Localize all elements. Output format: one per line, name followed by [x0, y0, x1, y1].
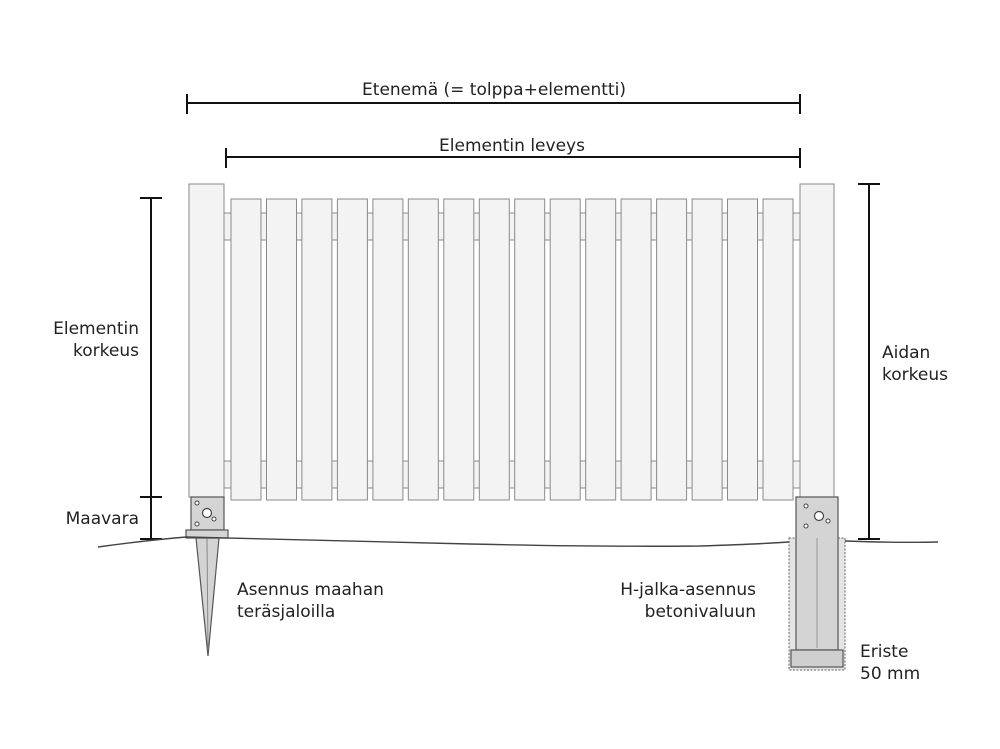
fence-board: [656, 198, 688, 501]
fence-board: [443, 198, 475, 501]
steel-spike-foot: [185, 496, 229, 657]
fence-board: [514, 198, 546, 501]
fence-board: [266, 198, 297, 501]
fence-board: [230, 198, 262, 501]
asennus-label-line1: Asennus maahan: [237, 580, 384, 600]
elementin-leveys-dimension: [225, 148, 801, 168]
fence-board: [407, 198, 439, 501]
aidan-korkeus-dimension: [858, 183, 880, 540]
fence-board: [620, 198, 652, 501]
etenema-label: Etenemä (= tolppa+elementti): [362, 80, 626, 100]
fence-board: [478, 198, 510, 501]
etenema-dimension: [186, 94, 801, 114]
fence-board: [727, 198, 758, 501]
elementin-korkeus-label-line2: korkeus: [73, 341, 139, 361]
eriste-label-line2: 50 mm: [860, 664, 920, 684]
eriste-insulation: [790, 649, 844, 668]
elementin-korkeus-dimension: [140, 197, 162, 498]
right-post: [799, 183, 835, 498]
elementin-leveys-label: Elementin leveys: [439, 136, 585, 156]
h-jalka-label-line2: betonivaluun: [645, 602, 756, 622]
h-jalka-label-line1: H-jalka-asennus: [620, 580, 756, 600]
aidan-korkeus-label-line1: Aidan: [882, 343, 930, 363]
fence-board: [549, 198, 581, 501]
maavara-dimension: [140, 497, 162, 540]
maavara-label: Maavara: [66, 509, 139, 529]
fence-board: [301, 198, 333, 501]
elementin-korkeus-label-line1: Elementin: [53, 319, 139, 339]
aidan-korkeus-label-line2: korkeus: [882, 365, 948, 385]
ground-line: [97, 536, 939, 548]
fence-board: [336, 198, 368, 501]
eriste-label-line1: Eriste: [860, 642, 908, 662]
fence-board: [585, 198, 617, 501]
fence-board: [691, 198, 723, 501]
left-post: [188, 183, 225, 498]
fence-board: [372, 198, 404, 501]
asennus-label-line2: teräsjaloilla: [237, 602, 335, 622]
fence-boards: [230, 198, 794, 501]
fence-board: [762, 198, 794, 501]
h-foot-concrete: [788, 496, 846, 671]
